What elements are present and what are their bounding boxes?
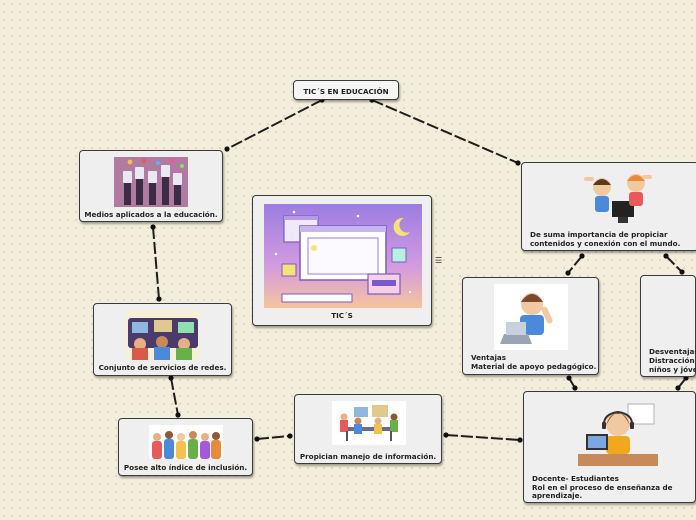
node-medios[interactable]: Medios aplicados a la educación. xyxy=(79,150,223,222)
desventajas-label-1: Desventajas xyxy=(649,347,696,356)
docente-label-1: Docente- Estudiantes xyxy=(532,474,619,483)
node-inclusion[interactable]: Posee alto índice de inclusión. xyxy=(118,418,253,476)
node-importancia[interactable]: De suma importancia de propiciar conteni… xyxy=(521,162,696,251)
network-people-image xyxy=(126,310,200,360)
docente-label-2: Rol en el proceso de enseñanza de xyxy=(532,483,673,492)
hamburger-icon[interactable]: ☰ xyxy=(435,256,443,265)
link-title-importancia xyxy=(371,99,519,164)
inclusion-label: Posee alto índice de inclusión. xyxy=(123,463,248,472)
ventajas-label-1: Ventajas xyxy=(471,353,507,362)
propician-label: Propician manejo de información. xyxy=(299,452,437,461)
docente-label-3: aprendizaje. xyxy=(532,491,583,500)
hands-devices-image xyxy=(114,157,188,207)
diverse-people-image xyxy=(149,425,223,459)
link-medios-conjunto xyxy=(152,226,160,300)
tics-label: TIC´S xyxy=(331,311,353,320)
link-importancia-ventajas xyxy=(567,255,583,274)
link-propician-docente xyxy=(445,434,521,441)
title-label: TIC´S EN EDUCACIÓN xyxy=(303,87,389,96)
node-tics[interactable]: TIC´S xyxy=(252,195,432,326)
team-meeting-image xyxy=(332,401,406,445)
desventajas-label-2: Distracción xyxy=(649,356,695,365)
link-importancia-desventajas xyxy=(665,255,683,273)
node-ventajas[interactable]: Ventajas Material de apoyo pedagógico. xyxy=(462,277,599,375)
link-inclusion-propician xyxy=(256,435,291,440)
node-propician[interactable]: Propician manejo de información. xyxy=(294,394,442,464)
node-desventajas[interactable]: Desventajas Distracción niños y jóve xyxy=(640,275,696,377)
kids-computer-image xyxy=(582,169,654,229)
link-conjunto-inclusion xyxy=(170,377,179,416)
conjunto-label: Conjunto de servicios de redes. xyxy=(98,363,227,372)
desventajas-label-3: niños y jóve xyxy=(649,365,696,374)
teacher-computer-image xyxy=(578,398,658,466)
importancia-label-1: De suma importancia de propiciar xyxy=(530,230,668,239)
title-node[interactable]: TIC´S EN EDUCACIÓN xyxy=(293,80,399,100)
medios-label: Medios aplicados a la educación. xyxy=(84,210,218,219)
link-title-medios xyxy=(226,99,323,150)
ventajas-label-2: Material de apoyo pedagógico. xyxy=(471,362,597,371)
boy-laptop-image xyxy=(494,284,568,350)
node-conjunto[interactable]: Conjunto de servicios de redes. xyxy=(93,303,232,376)
importancia-label-2: contenidos y conexión con el mundo. xyxy=(530,239,681,248)
computer-windows-illustration xyxy=(264,204,422,308)
node-docente[interactable]: Docente- Estudiantes Rol en el proceso d… xyxy=(523,391,696,503)
